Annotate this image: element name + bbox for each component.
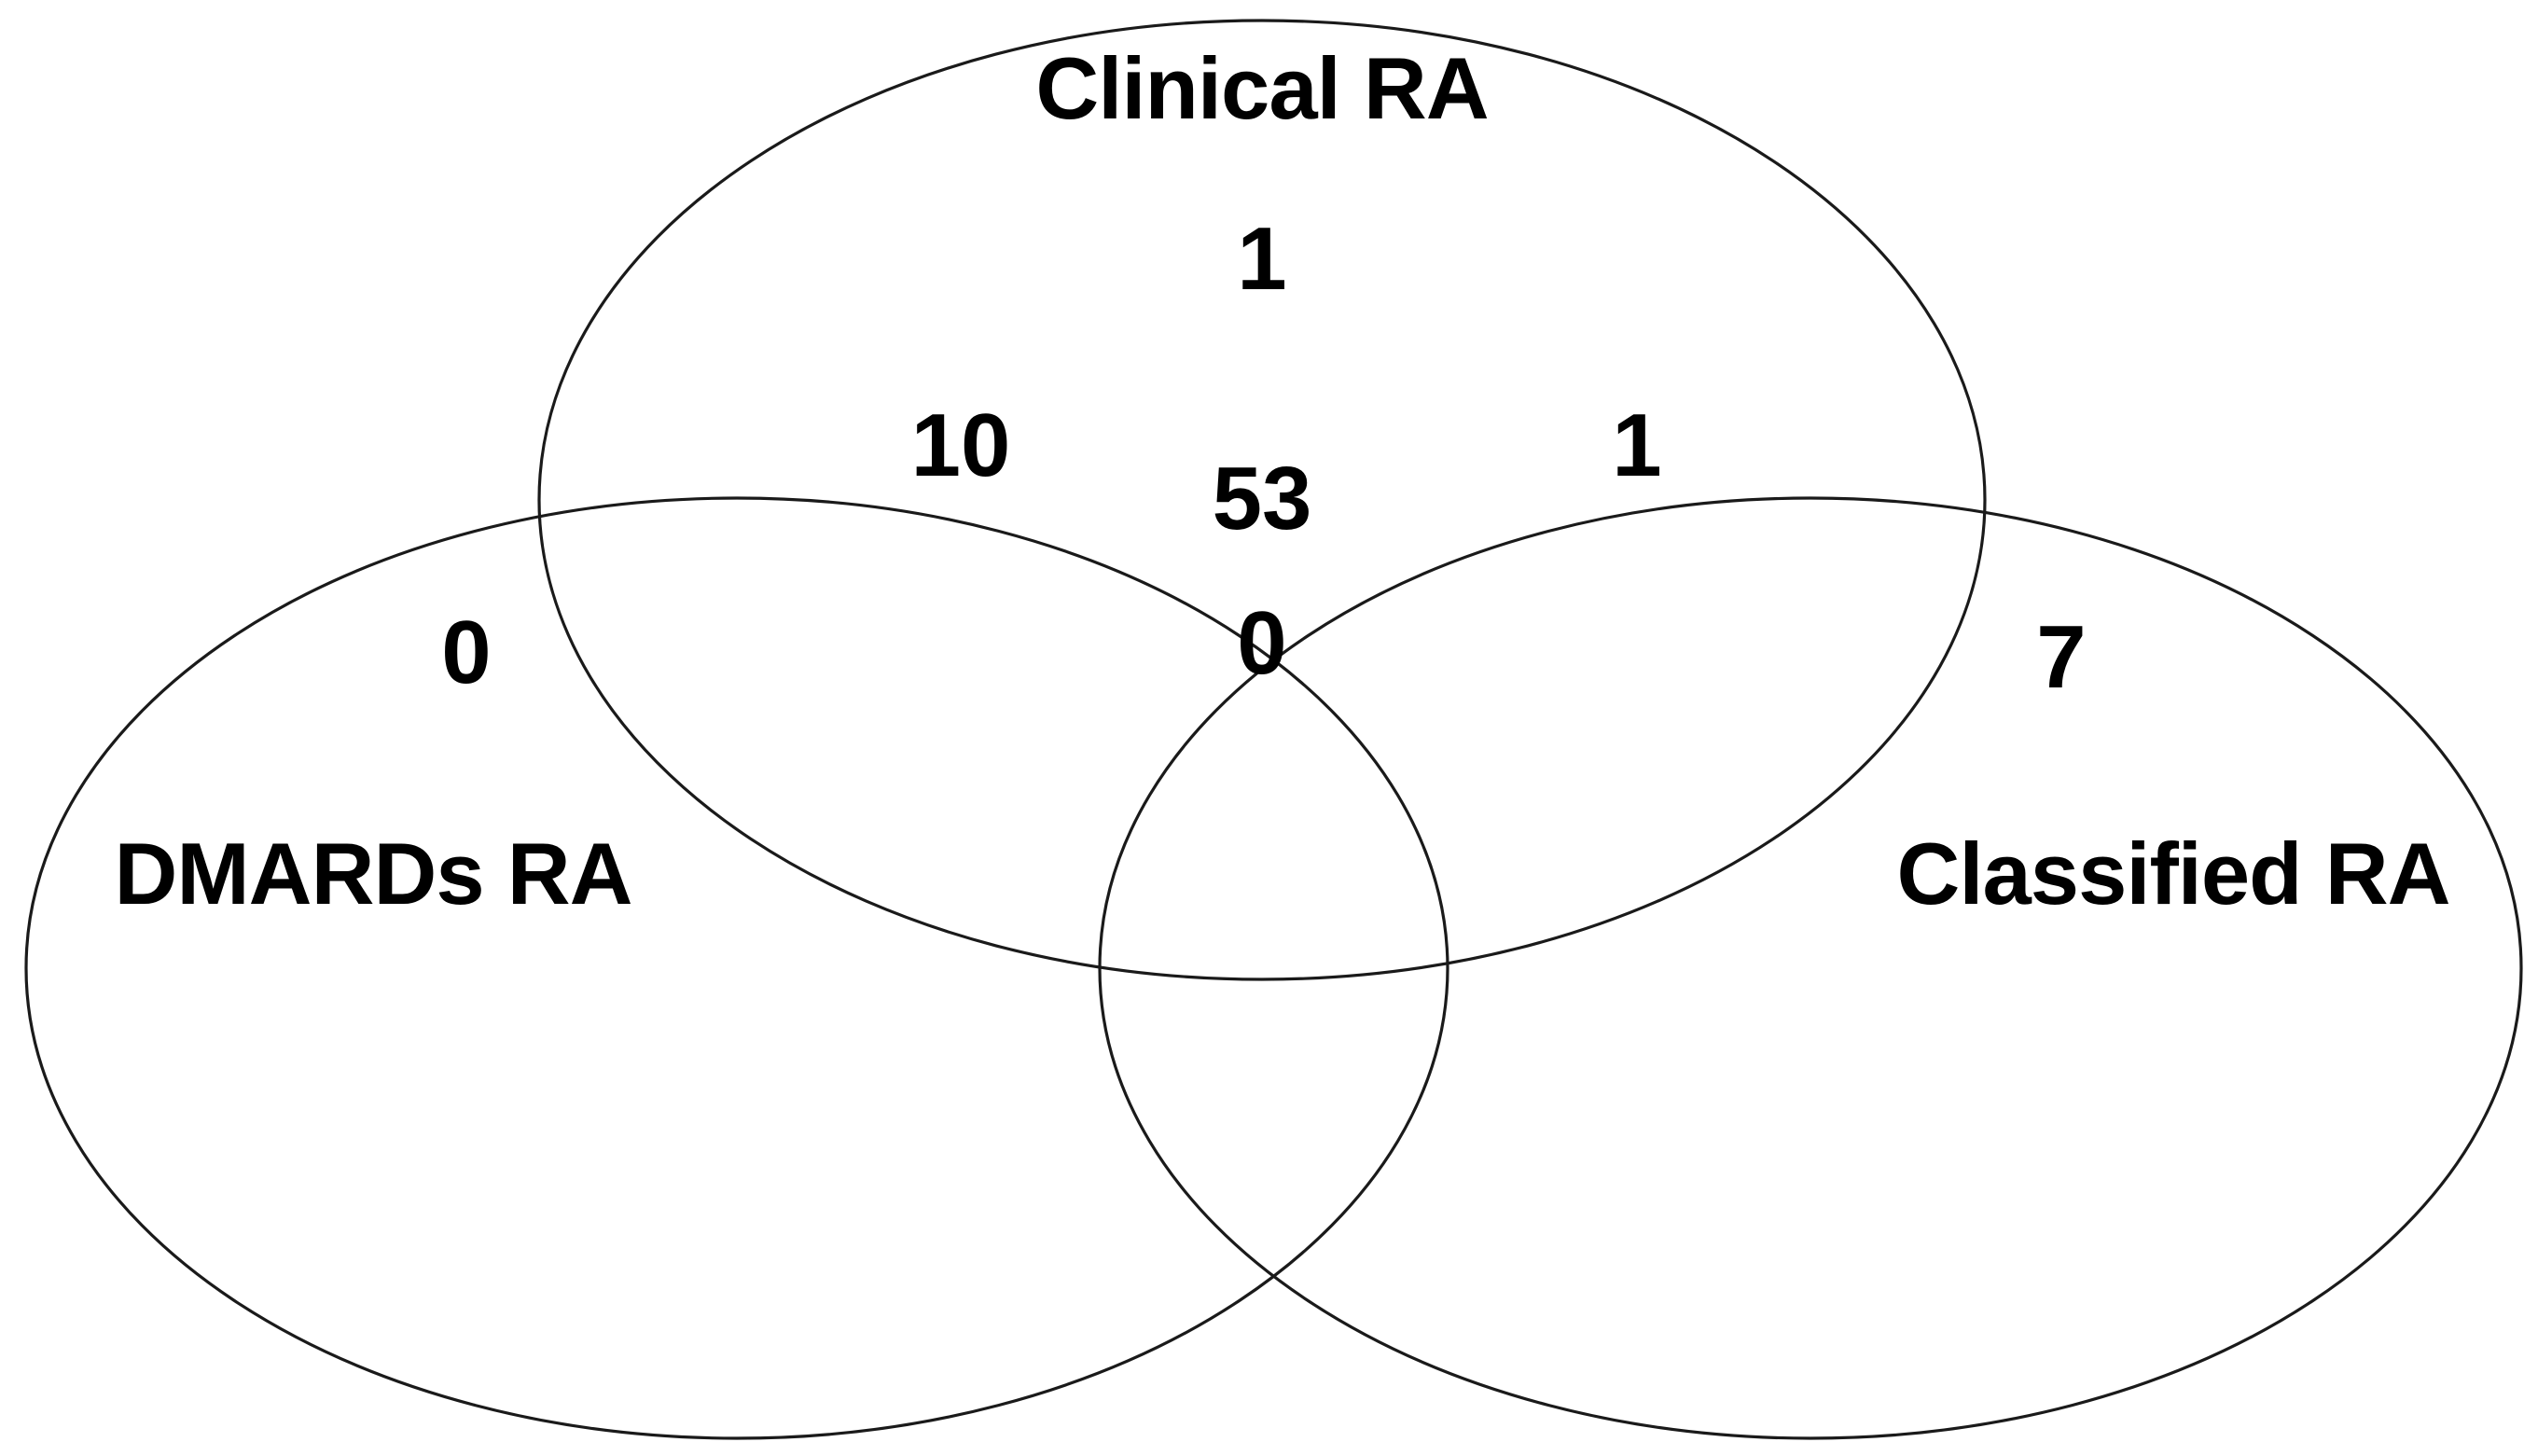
set-label-dmards-ra: DMARDs RA bbox=[114, 825, 633, 922]
set-label-classified-ra: Classified RA bbox=[1896, 825, 2451, 922]
count-dmards-only: 0 bbox=[441, 603, 492, 702]
count-all-three: 53 bbox=[1212, 449, 1312, 548]
ellipse-classified-ra[interactable] bbox=[1098, 496, 2523, 1440]
set-label-clinical-ra: Clinical RA bbox=[1035, 39, 1489, 137]
count-classified-only: 7 bbox=[2036, 607, 2087, 707]
count-clinical-and-dmards: 10 bbox=[910, 395, 1011, 495]
ellipse-dmards-ra[interactable] bbox=[24, 496, 1449, 1440]
count-dmards-and-classified: 0 bbox=[1237, 593, 1287, 693]
ellipse-clinical-ra[interactable] bbox=[537, 19, 1987, 981]
count-clinical-and-classified: 1 bbox=[1612, 395, 1662, 495]
count-clinical-only: 1 bbox=[1237, 209, 1287, 309]
